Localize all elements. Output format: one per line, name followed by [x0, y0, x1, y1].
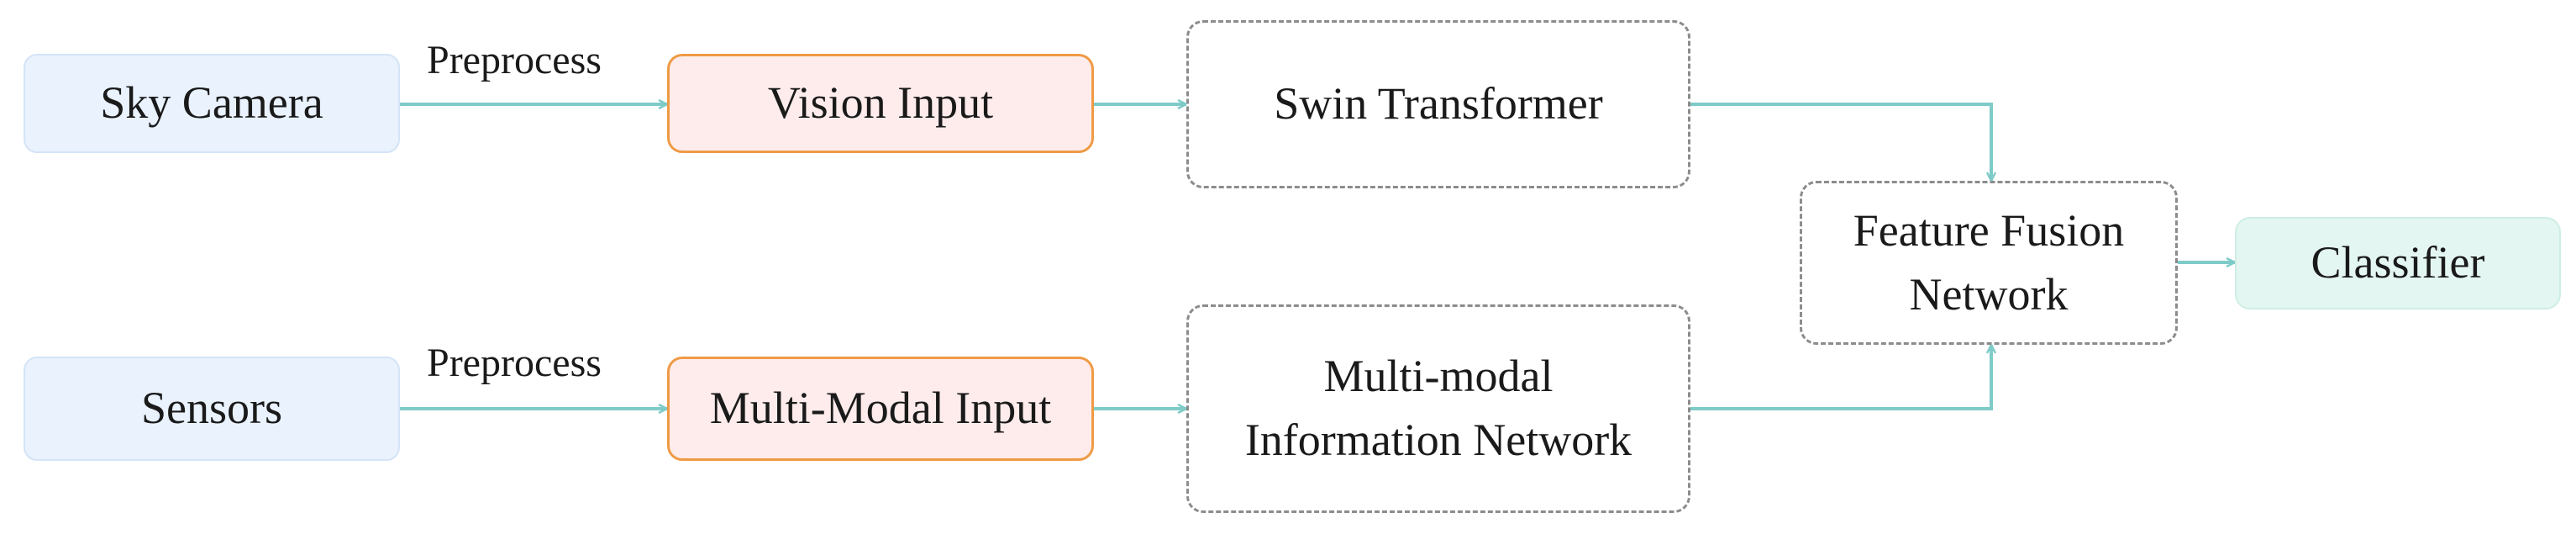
feature-fusion-node: Feature Fusion Network — [1800, 181, 2178, 345]
vision-input-label: Vision Input — [767, 77, 994, 129]
feature-fusion-label: Feature Fusion Network — [1853, 204, 2125, 320]
sky-camera-label: Sky Camera — [100, 77, 323, 129]
sensors-label: Sensors — [140, 383, 282, 434]
multimodal-network-label: Multi-modal Information Network — [1244, 351, 1632, 465]
classifier-label: Classifier — [2311, 237, 2485, 288]
sensors-node: Sensors — [24, 357, 400, 461]
bottom-preprocess-label: Preprocess — [427, 341, 602, 385]
classifier-node: Classifier — [2235, 217, 2561, 309]
arrow-multimodal-network-to-feature-fusion — [1690, 345, 1991, 410]
multimodal-input-label: Multi-Modal Input — [709, 383, 1052, 434]
vision-input-node: Vision Input — [667, 54, 1094, 153]
sky-camera-node: Sky Camera — [24, 54, 400, 153]
swin-transformer-label: Swin Transformer — [1274, 78, 1603, 130]
swin-transformer-node: Swin Transformer — [1186, 20, 1690, 188]
multimodal-network-node: Multi-modal Information Network — [1186, 304, 1690, 513]
multimodal-input-node: Multi-Modal Input — [667, 357, 1094, 461]
top-preprocess-label: Preprocess — [427, 38, 602, 82]
arrow-swin-transformer-to-feature-fusion — [1690, 103, 1991, 181]
